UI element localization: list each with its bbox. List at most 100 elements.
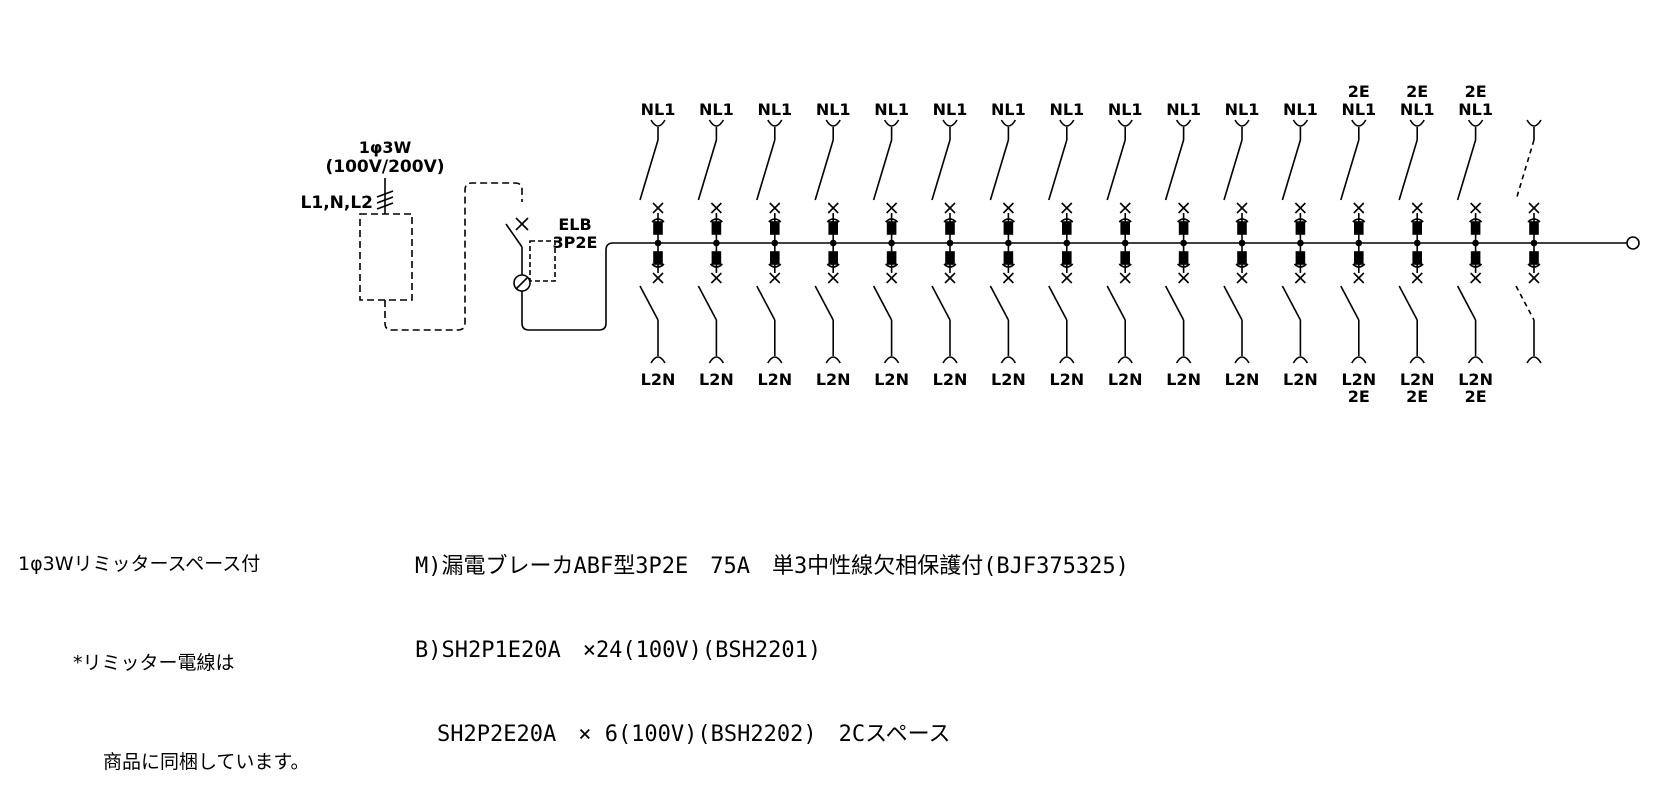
switch-blade [639,139,659,201]
breaker-contact [710,272,722,284]
bus-junction [1472,239,1479,247]
breaker-contact [1178,272,1190,284]
terminal-arc [942,119,958,127]
trip-element [1178,251,1189,265]
note-line: *リミッター電線は [73,652,235,674]
terminal-arc [1175,356,1192,364]
breaker-contact [769,272,781,284]
switch-blade [931,285,951,321]
bus-junction [1238,239,1246,247]
trip-arc [1293,218,1307,223]
switch-blade [989,285,1010,321]
branch-breaker [931,119,958,364]
trip-arc [709,263,723,268]
switch-blade [697,139,718,201]
trip-element [1354,251,1364,265]
branch-breaker [639,119,666,364]
bottom-circuit-label: L2N [874,370,909,389]
trip-element [653,251,663,265]
trip-arc [651,218,665,223]
breaker-contact [1119,272,1131,284]
trip-arc [768,218,782,223]
top-circuit-label: NL1 [757,100,792,119]
branch-breaker [756,119,783,364]
breaker-contact [1236,202,1248,214]
branch-breaker [1106,119,1133,364]
trip-element [886,221,897,235]
top-circuit-label: NL1 [1049,100,1084,119]
top-circuit-label: NL1 [641,100,676,119]
trip-element [1003,221,1014,235]
trip-arc [709,218,723,223]
switch-blade [814,139,834,201]
trip-arc [885,263,899,268]
trip-arc [885,218,899,223]
top-circuit-label: NL1 [1283,100,1318,119]
breaker-contact [886,202,898,214]
branch-breaker [1456,119,1484,364]
terminal-arc [1526,119,1542,127]
bottom-circuit-label: L2N [699,370,734,389]
trip-element [1237,221,1247,235]
trip-element [1237,251,1247,265]
switch-blade [1281,139,1302,201]
breaker-contact [1353,272,1365,284]
limiter-notes: 1φ3Wリミッタースペース付 *リミッター電線は 商品に同梱しています。 [18,482,310,812]
switch-blade [1515,139,1535,201]
terminal-arc [1292,119,1309,127]
switch-blade [1456,139,1477,201]
terminal-arc [1351,119,1367,127]
breaker-contact [710,202,722,214]
breaker-contact [1178,202,1190,214]
branch-breaker [989,119,1017,364]
switch-blade [1398,285,1418,321]
breaker-contact [1061,202,1073,214]
main-breaker-label: ELB [558,215,591,234]
note-line: 1φ3Wリミッタースペース付 [18,553,261,575]
trip-element [828,221,839,235]
trip-element [1120,251,1130,265]
terminal-arc [883,356,900,364]
switch-blade [814,285,834,321]
switch-blade [931,139,951,201]
switch-blade [1340,285,1360,321]
breaker-contact [1061,272,1073,284]
switch-blade [1164,285,1185,321]
trip-arc [1293,263,1307,268]
trip-arc [1352,263,1366,268]
supply-voltage-label: (100V/200V) [325,157,444,177]
trip-element [1529,221,1539,235]
breaker-contact [1470,202,1482,214]
breaker-contact [886,272,898,284]
bottom-circuit-label: L2N [757,370,792,389]
top-circuit-label: NL1 [991,100,1026,119]
trip-element [1295,251,1306,265]
terminal-arc [883,119,900,127]
terminal-arc [1234,119,1250,127]
specification-block: M)漏電ブレーカABF型3P2E 75A 単3中性線欠相保護付(BJF37532… [415,497,1129,777]
trip-element [1354,221,1364,235]
main-breaker-symbol [505,217,630,331]
trip-element [1062,251,1072,265]
trip-element [1120,221,1130,235]
terminal-arc [1409,356,1425,364]
switch-blade [756,139,776,201]
trip-arc [1235,263,1249,268]
trip-arc [768,263,782,268]
trip-arc [1118,218,1132,223]
top-circuit-label: NL1 [816,100,851,119]
top-circuit-sublabel: 2E [1406,82,1428,101]
trip-element [1295,221,1306,235]
switch-blade [1223,285,1243,321]
trip-arc [826,218,840,223]
terminal-arc [1351,356,1367,364]
terminal-arc [1059,356,1075,364]
trip-element [1529,251,1539,265]
bottom-circuit-label: L2N [1341,370,1376,389]
trip-arc [1469,218,1483,223]
terminal-arc [708,356,725,364]
bus-junction [1355,239,1363,247]
trip-element [886,251,897,265]
bus-junction [1413,239,1421,247]
bus-junction [1063,239,1071,247]
